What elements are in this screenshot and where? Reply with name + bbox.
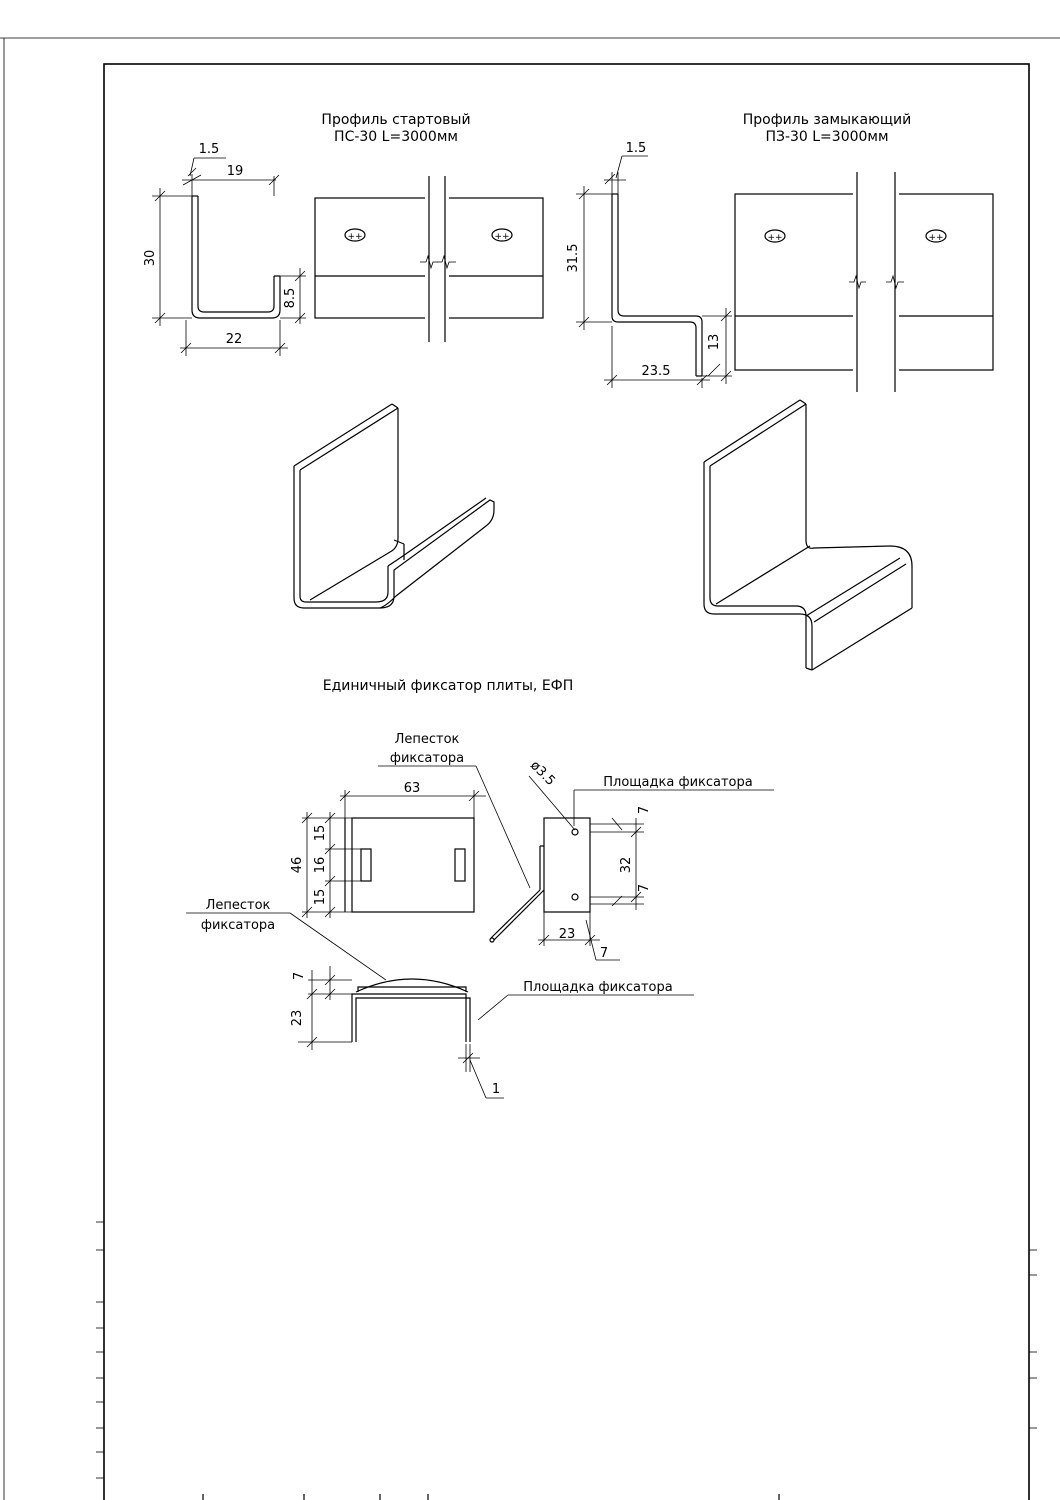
dim-f-side7: 7 (600, 946, 608, 961)
fixator-title: Единичный фиксатор плиты, ЕФП (323, 678, 574, 694)
fixator-plan (344, 817, 475, 913)
dim-pz-thickness: 1.5 (626, 141, 647, 156)
fixator-drawing: Единичный фиксатор плиты, ЕФП Лепесток ф… (186, 678, 774, 1099)
bolt-icon: ++ (491, 228, 513, 242)
closing-profile-dims (576, 155, 732, 388)
petal-label-side-2: фиксатора (201, 918, 275, 933)
dim-f-top7: 7 (637, 806, 652, 814)
sheet-frame (0, 37, 1060, 1500)
fixator-side-dims (528, 775, 774, 961)
dim-f-mid: 32 (619, 857, 634, 874)
bolt-icon: ++ (925, 229, 947, 243)
bottom-ticks (202, 1494, 780, 1500)
dim-s-thick: 1 (492, 1082, 500, 1097)
dim-f-seg2: 16 (313, 857, 328, 874)
dim-pz-height: 31.5 (566, 244, 581, 273)
dim-f-base: 23 (559, 927, 576, 942)
petal-label-top-2: фиксатора (390, 751, 464, 766)
start-profile-title-1: Профиль стартовый (321, 112, 470, 128)
dim-ps-lip: 8.5 (283, 288, 298, 309)
section-dims (298, 966, 694, 1099)
dim-f-height: 46 (290, 857, 305, 874)
bolt-icon: ++ (344, 228, 366, 242)
left-margin-ticks (96, 1221, 104, 1479)
closing-profile-title-1: Профиль замыкающий (743, 112, 912, 128)
fixator-section (351, 978, 471, 1042)
svg-text:++: ++ (347, 232, 362, 242)
dim-f-bot7: 7 (637, 884, 652, 892)
closing-profile-title-2: ПЗ-30 L=3000мм (765, 129, 888, 145)
right-margin-ticks (1029, 1249, 1037, 1429)
start-profile-section (191, 195, 281, 319)
dim-s-height: 23 (290, 1010, 305, 1027)
dim-ps-thickness: 1.5 (199, 142, 220, 157)
start-profile-isometric (293, 403, 495, 609)
dim-f-seg3: 15 (313, 889, 328, 906)
closing-profile: Профиль замыкающий ПЗ-30 L=3000мм (566, 112, 994, 671)
dim-ps-top: 19 (227, 164, 244, 179)
closing-profile-front (734, 172, 994, 392)
start-profile-title-2: ПС-30 L=3000мм (334, 129, 458, 145)
svg-text:++: ++ (767, 233, 782, 243)
dim-ps-bottom: 22 (226, 332, 243, 347)
petal-callout-side (186, 912, 387, 981)
dim-f-seg1: 15 (313, 825, 328, 842)
svg-text:++: ++ (494, 232, 509, 242)
start-profile: Профиль стартовый ПС-30 L=3000мм (143, 112, 544, 609)
dim-f-width: 63 (404, 781, 421, 796)
dim-pz-drop: 13 (707, 334, 722, 351)
fixator-side (489, 817, 591, 943)
pad-label-top: Площадка фиксатора (603, 775, 752, 790)
petal-label-top-1: Лепесток (395, 732, 460, 747)
dim-pz-width: 23.5 (642, 364, 671, 379)
closing-profile-isometric (703, 399, 913, 671)
dim-s-seven: 7 (292, 972, 307, 980)
dim-f-hole: ø3.5 (527, 758, 558, 789)
bolt-icon: ++ (764, 229, 786, 243)
pad-label-side: Площадка фиксатора (523, 980, 672, 995)
svg-text:++: ++ (928, 233, 943, 243)
start-profile-front (314, 176, 544, 342)
petal-label-side-1: Лепесток (206, 898, 271, 913)
closing-profile-section (611, 193, 703, 377)
dim-ps-height: 30 (143, 250, 158, 267)
start-profile-dims (152, 157, 306, 356)
petal-callout-top (378, 765, 531, 889)
fixator-plan-dims (301, 790, 486, 918)
